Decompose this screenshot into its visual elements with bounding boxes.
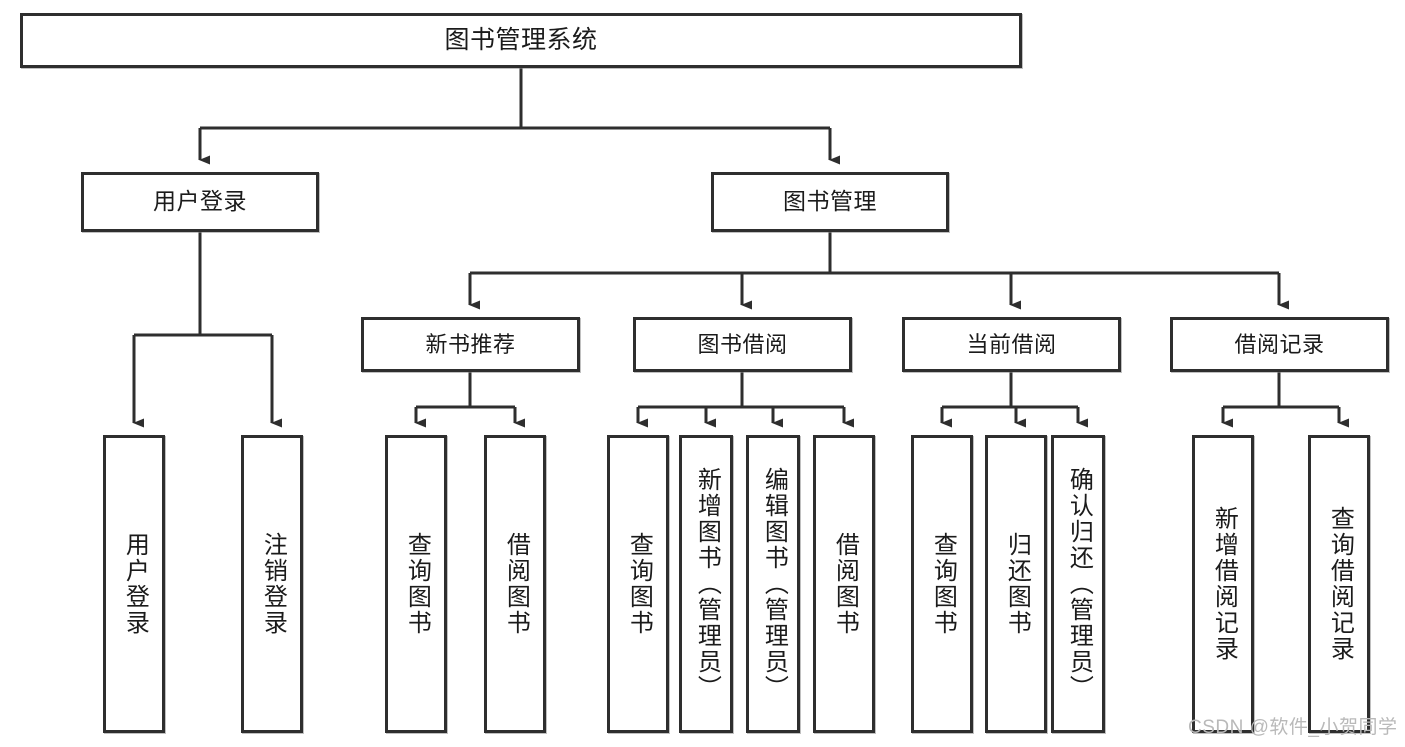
node-leaf-user-logout[interactable]: 注销登录 bbox=[241, 435, 303, 733]
node-borrow-record-label: 借阅记录 bbox=[1234, 331, 1325, 357]
node-leaf-user-logout-label: 注销登录 bbox=[259, 532, 287, 636]
edge-book-borrow-to-leaves bbox=[636, 372, 854, 428]
node-leaf-confirm-return-label: 确认归还（管理员） bbox=[1065, 467, 1093, 701]
node-leaf-query-record-label: 查询借阅记录 bbox=[1326, 506, 1354, 662]
node-leaf-borrow-book-2[interactable]: 借阅图书 bbox=[813, 435, 875, 733]
node-borrow-record[interactable]: 借阅记录 bbox=[1170, 317, 1389, 372]
edge-new-book-rec-to-leaves bbox=[414, 372, 525, 428]
node-new-book-rec-label: 新书推荐 bbox=[425, 331, 516, 357]
node-leaf-query-book-1[interactable]: 查询图书 bbox=[385, 435, 447, 733]
edge-root-to-level2 bbox=[198, 68, 840, 165]
node-leaf-add-record-label: 新增借阅记录 bbox=[1210, 506, 1238, 662]
node-leaf-query-book-1-label: 查询图书 bbox=[403, 532, 431, 636]
node-book-manage-label: 图书管理 bbox=[783, 188, 877, 215]
node-leaf-borrow-book-1-label: 借阅图书 bbox=[502, 532, 530, 636]
node-leaf-return-book[interactable]: 归还图书 bbox=[985, 435, 1047, 733]
node-root[interactable]: 图书管理系统 bbox=[20, 13, 1022, 68]
node-user-login-label: 用户登录 bbox=[153, 188, 247, 215]
node-leaf-add-record[interactable]: 新增借阅记录 bbox=[1192, 435, 1254, 733]
node-book-manage[interactable]: 图书管理 bbox=[711, 172, 949, 232]
node-leaf-confirm-return[interactable]: 确认归还（管理员） bbox=[1051, 435, 1105, 733]
node-leaf-edit-book-label: 编辑图书（管理员） bbox=[760, 467, 788, 701]
node-leaf-add-book[interactable]: 新增图书（管理员） bbox=[679, 435, 733, 733]
node-leaf-return-book-label: 归还图书 bbox=[1003, 532, 1031, 636]
node-leaf-user-login[interactable]: 用户登录 bbox=[103, 435, 165, 733]
node-leaf-query-book-3[interactable]: 查询图书 bbox=[911, 435, 973, 733]
node-root-label: 图书管理系统 bbox=[444, 25, 598, 54]
node-new-book-rec[interactable]: 新书推荐 bbox=[361, 317, 580, 372]
node-current-borrow[interactable]: 当前借阅 bbox=[902, 317, 1121, 372]
node-leaf-query-book-2[interactable]: 查询图书 bbox=[607, 435, 669, 733]
node-user-login[interactable]: 用户登录 bbox=[81, 172, 319, 232]
node-book-borrow-label: 图书借阅 bbox=[697, 331, 788, 357]
node-leaf-query-record[interactable]: 查询借阅记录 bbox=[1308, 435, 1370, 733]
edge-book-manage-to-level3 bbox=[468, 232, 1289, 310]
node-leaf-query-book-3-label: 查询图书 bbox=[929, 532, 957, 636]
node-leaf-edit-book[interactable]: 编辑图书（管理员） bbox=[746, 435, 800, 733]
node-leaf-user-login-label: 用户登录 bbox=[121, 532, 149, 636]
node-leaf-borrow-book-2-label: 借阅图书 bbox=[831, 532, 859, 636]
edge-borrow-record-to-leaves bbox=[1221, 372, 1349, 428]
node-leaf-query-book-2-label: 查询图书 bbox=[625, 532, 653, 636]
node-book-borrow[interactable]: 图书借阅 bbox=[633, 317, 852, 372]
edge-current-borrow-to-leaves bbox=[940, 372, 1088, 428]
csdn-watermark: CSDN @软件_小贺同学 bbox=[1188, 717, 1398, 738]
node-leaf-borrow-book-1[interactable]: 借阅图书 bbox=[484, 435, 546, 733]
node-current-borrow-label: 当前借阅 bbox=[966, 331, 1057, 357]
node-leaf-add-book-label: 新增图书（管理员） bbox=[693, 467, 721, 701]
edge-user-login-to-leaves bbox=[132, 232, 282, 428]
